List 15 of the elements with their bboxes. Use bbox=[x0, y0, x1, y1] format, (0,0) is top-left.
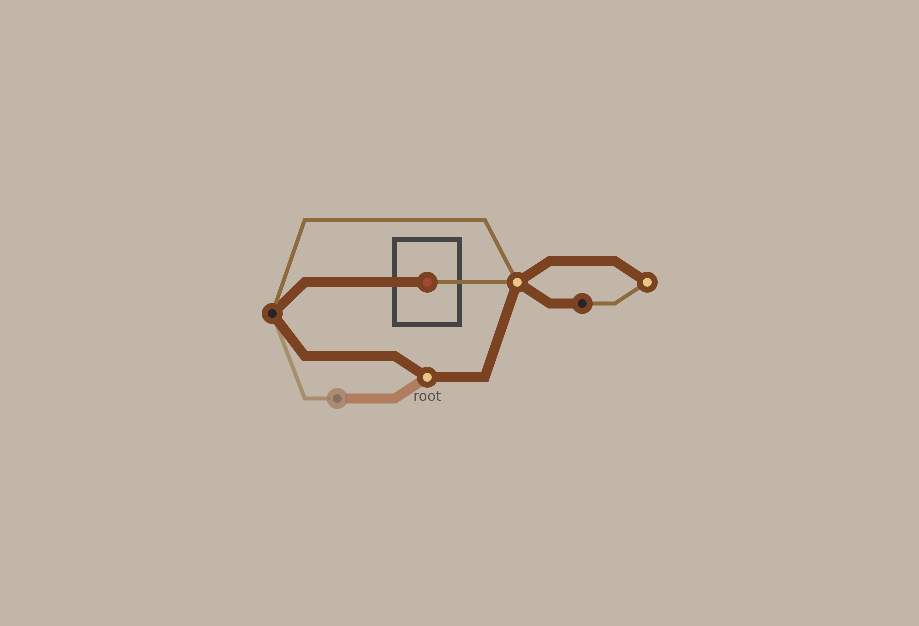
node-circle bbox=[506, 272, 528, 293]
connector bbox=[344, 377, 424, 404]
node-caption: root bbox=[412, 388, 442, 405]
connector bbox=[520, 282, 574, 309]
connector bbox=[520, 256, 644, 282]
connector bbox=[434, 288, 520, 382]
node-circle bbox=[636, 272, 658, 293]
connector bbox=[272, 218, 516, 308]
node-circle bbox=[416, 366, 438, 388]
node-circle bbox=[572, 293, 592, 314]
node-circle bbox=[416, 272, 438, 293]
node-circle bbox=[262, 303, 282, 324]
connector bbox=[272, 316, 424, 378]
cluster bbox=[392, 237, 462, 328]
node-circle bbox=[326, 388, 348, 410]
